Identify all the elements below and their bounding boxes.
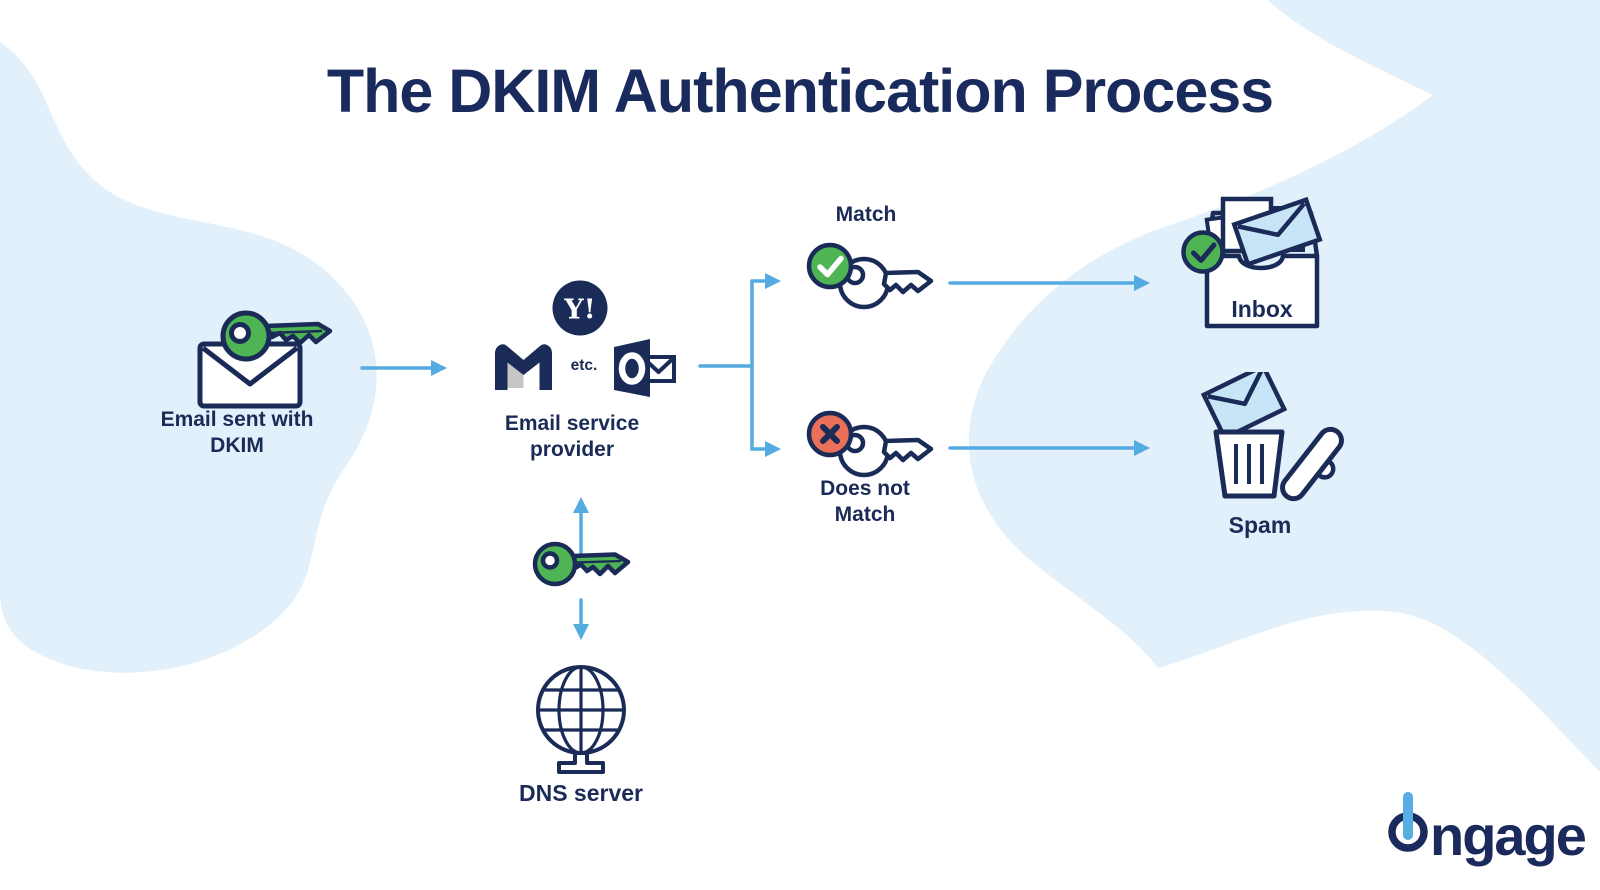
left-blob xyxy=(0,42,377,673)
outlook-icon xyxy=(614,339,676,397)
no-match-label: Does not Match xyxy=(820,477,910,527)
globe-server-icon xyxy=(536,665,626,774)
x-icon xyxy=(820,424,840,444)
key-with-x-icon xyxy=(806,410,934,478)
ongage-wordmark: ngage xyxy=(1430,804,1587,867)
trash-lid xyxy=(1280,426,1344,502)
yahoo-icon: Y! xyxy=(552,280,608,336)
right-blob xyxy=(968,0,1600,772)
ongage-o-icon xyxy=(1388,792,1428,852)
inbox-label: Inbox xyxy=(1231,296,1293,322)
check-icon xyxy=(817,255,844,278)
envelope-icon xyxy=(1231,196,1323,268)
spam-label: Spam xyxy=(1228,512,1292,538)
dns-label: DNS server xyxy=(518,780,644,806)
match-label: Match xyxy=(835,203,897,226)
envelope-icon xyxy=(1200,372,1288,442)
inbox-tray-with-check-icon xyxy=(1181,196,1323,329)
email-service-provider-icons: Y! etc. xyxy=(495,280,676,397)
yahoo-glyph: Y! xyxy=(563,295,595,326)
etc-label: etc. xyxy=(571,357,598,374)
ongage-logo: ngage xyxy=(1386,791,1587,867)
page-title: The DKIM Authentication Process xyxy=(326,57,1274,125)
check-badge xyxy=(1181,230,1225,274)
gmail-icon xyxy=(495,344,552,390)
email-sent-label: Email sent with DKIM xyxy=(160,408,314,458)
key-with-check-icon xyxy=(806,242,934,310)
check-icon xyxy=(1191,242,1217,263)
esp-label: Email service provider xyxy=(504,412,640,462)
check-badge xyxy=(806,242,854,290)
green-key-icon xyxy=(532,541,631,587)
envelope-with-key-icon xyxy=(197,310,333,409)
trash-with-envelope-icon xyxy=(1200,372,1344,502)
